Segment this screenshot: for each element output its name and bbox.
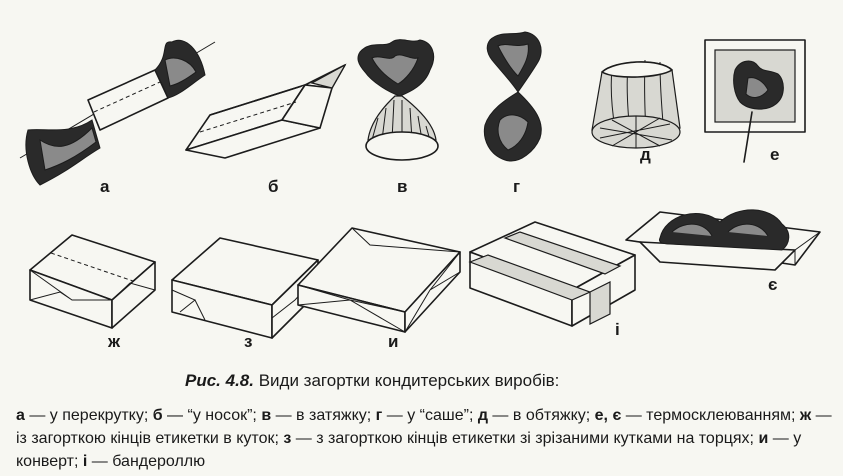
label-i: і xyxy=(615,320,620,339)
label-ye: є xyxy=(768,275,777,294)
label-z: з xyxy=(244,332,252,351)
legend-key: г xyxy=(375,407,383,424)
legend-text: — в затяжку; xyxy=(271,407,376,424)
illustration-envelope-fold xyxy=(297,227,461,333)
legend-text: — із загорткою кінців етикетки в куток; xyxy=(16,407,832,447)
illustration-cut-corner-fold xyxy=(171,237,319,339)
illustration-sachet-wrap xyxy=(483,31,542,162)
legend-key: д xyxy=(477,407,488,424)
illustration-tight-wrap xyxy=(591,59,681,149)
legend-key: в xyxy=(261,407,272,424)
label-zh: ж xyxy=(107,332,121,351)
label-v: в xyxy=(397,177,407,196)
legend-text: — у конверт; xyxy=(16,430,802,470)
label-a: а xyxy=(100,177,110,196)
label-e: е xyxy=(770,145,779,164)
illustration-thermosealed-lollipop xyxy=(704,39,806,163)
legend-key: з xyxy=(283,430,292,447)
illustration-twist-wrap xyxy=(19,39,216,186)
illustration-banderole-wrap xyxy=(468,221,636,327)
caption-text: Види загортки кондитерських виробів: xyxy=(253,371,560,390)
illustration-nose-wrap xyxy=(185,63,347,159)
label-g: г xyxy=(513,177,520,196)
label-b: б xyxy=(268,177,279,196)
legend-key: ж xyxy=(799,407,812,424)
illustration-corner-fold xyxy=(29,234,156,329)
figure-legend: а — у перекрутку; б — “у носок”; в — в з… xyxy=(16,404,834,473)
legend-text: — у перекрутку; xyxy=(24,407,153,424)
legend-text: — термосклеюванням; xyxy=(621,407,800,424)
legend-text: — з загорткою кінців етикетки зі зрізани… xyxy=(291,430,759,447)
illustration-thermosealed-tray xyxy=(625,209,821,271)
illustration-gathered-wrap xyxy=(357,39,439,161)
legend-text: — “у носок”; xyxy=(162,407,262,424)
legend-text: — в обтяжку; xyxy=(487,407,595,424)
figure-illustrations: а б в г д xyxy=(19,31,821,351)
label-y: и xyxy=(388,332,398,351)
legend-text: — у “саше”; xyxy=(382,407,478,424)
figure-caption: Рис. 4.8. Види загортки кондитерських ви… xyxy=(185,371,559,391)
label-d: д xyxy=(640,145,651,164)
legend-key: б xyxy=(152,407,163,424)
legend-key: а xyxy=(16,407,25,424)
legend-key: і xyxy=(82,453,88,470)
legend-key: е, є xyxy=(594,407,622,424)
legend-key: и xyxy=(758,430,769,447)
caption-label: Рис. 4.8. xyxy=(185,371,254,390)
legend-text: — бандероллю xyxy=(87,453,206,470)
